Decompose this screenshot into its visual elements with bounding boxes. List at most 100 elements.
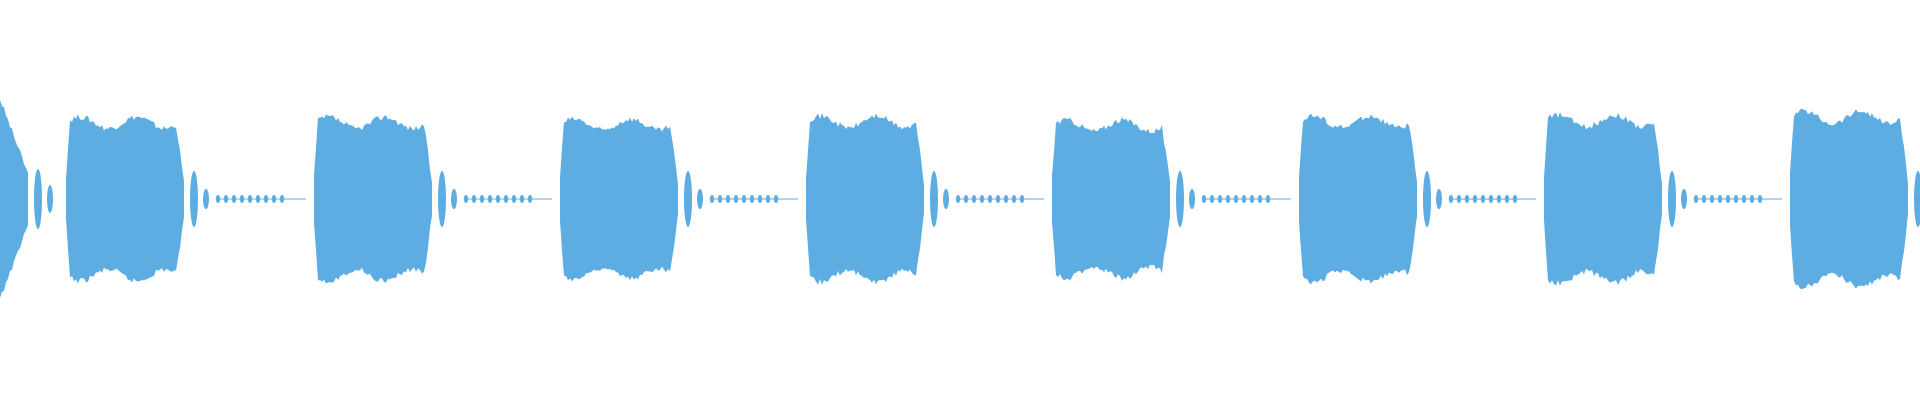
waveform-dot <box>1512 195 1518 203</box>
waveform-burst <box>1790 108 1920 290</box>
waveform-dot <box>215 195 221 203</box>
waveform-dot <box>1496 195 1502 203</box>
waveform-dot <box>231 195 237 203</box>
waveform-dot <box>1233 195 1239 203</box>
waveform-dot <box>955 195 961 203</box>
waveform-dot <box>717 195 723 203</box>
waveform-burst <box>1544 112 1782 286</box>
waveform-burst <box>66 114 306 284</box>
waveform-dot <box>527 195 533 203</box>
waveform-dot <box>279 195 285 203</box>
waveform-ring <box>203 189 209 209</box>
waveform-ring <box>1176 171 1184 227</box>
waveform-ring <box>930 171 938 227</box>
waveform-dot <box>1472 195 1478 203</box>
waveform-dot <box>1201 195 1207 203</box>
waveform-dot <box>463 195 469 203</box>
waveform-dot <box>1209 195 1215 203</box>
waveform-dot <box>1225 195 1231 203</box>
waveform-envelope <box>560 116 678 282</box>
waveform-dot <box>1504 195 1510 203</box>
waveform-burst <box>0 100 53 298</box>
waveform-dot <box>733 195 739 203</box>
waveform-ring <box>1189 189 1195 209</box>
waveform-envelope <box>1299 113 1417 285</box>
waveform-burst <box>806 113 1044 285</box>
waveform-dot <box>1019 195 1025 203</box>
waveform-dot <box>487 195 493 203</box>
waveform-dot <box>511 195 517 203</box>
waveform-envelope <box>1790 108 1908 290</box>
waveform-burst <box>1052 117 1291 281</box>
waveform-dot <box>1003 195 1009 203</box>
waveform-dot <box>1749 195 1755 203</box>
waveform-dot <box>1464 195 1470 203</box>
waveform-dot <box>979 195 985 203</box>
waveform-ring <box>1668 171 1676 227</box>
waveform-dot <box>1741 195 1747 203</box>
waveform-dot <box>271 195 277 203</box>
waveform-dot <box>1757 195 1763 203</box>
waveform-dot <box>765 195 771 203</box>
waveform-ring <box>1914 171 1920 227</box>
waveform-dot <box>1011 195 1017 203</box>
waveform-dot <box>1733 195 1739 203</box>
waveform-ring <box>190 171 198 227</box>
waveform-burst <box>1299 113 1536 285</box>
waveform-dot <box>1709 195 1715 203</box>
waveform-dot <box>749 195 755 203</box>
waveform-dot <box>1265 195 1271 203</box>
waveform-dot <box>741 195 747 203</box>
waveform-envelope <box>66 114 184 284</box>
waveform-dot <box>1693 195 1699 203</box>
waveform-ring <box>1423 171 1431 227</box>
waveform-dot <box>709 195 715 203</box>
waveform-dot <box>1725 195 1731 203</box>
waveform-dot <box>987 195 993 203</box>
waveform-dot <box>757 195 763 203</box>
waveform-burst <box>560 116 798 282</box>
waveform-envelope <box>1544 112 1662 286</box>
waveform-dot <box>223 195 229 203</box>
waveform-ring <box>1436 189 1442 209</box>
waveform-envelope <box>314 114 432 284</box>
waveform-dot <box>1241 195 1247 203</box>
waveform-dot <box>503 195 509 203</box>
waveform-dot <box>1488 195 1494 203</box>
waveform-ring <box>34 169 42 229</box>
waveform-dot <box>1257 195 1263 203</box>
waveform-dot <box>963 195 969 203</box>
waveform-ring <box>943 189 949 209</box>
waveform-ring <box>47 185 53 213</box>
waveform-dot <box>773 195 779 203</box>
waveform-ring <box>684 171 692 227</box>
waveform-dot <box>471 195 477 203</box>
waveform-dot <box>479 195 485 203</box>
waveform-dot <box>1217 195 1223 203</box>
waveform-ring <box>451 189 457 209</box>
waveform-dot <box>247 195 253 203</box>
waveform-envelope <box>0 100 28 298</box>
waveform-dot <box>1448 195 1454 203</box>
waveform-envelope <box>806 113 924 285</box>
waveform-dot <box>995 195 1001 203</box>
waveform-envelope <box>1052 117 1170 281</box>
waveform-dot <box>971 195 977 203</box>
waveform-dot <box>1717 195 1723 203</box>
waveform-dot <box>1480 195 1486 203</box>
waveform-dot <box>1701 195 1707 203</box>
waveform-dot <box>263 195 269 203</box>
waveform-ring <box>697 189 703 209</box>
waveform-dot <box>1249 195 1255 203</box>
waveform-dot <box>239 195 245 203</box>
waveform-dot <box>495 195 501 203</box>
waveform-burst <box>314 114 552 284</box>
waveform-dot <box>519 195 525 203</box>
waveform-ring <box>438 171 446 227</box>
waveform-dot <box>1456 195 1462 203</box>
waveform-dot <box>255 195 261 203</box>
waveform-ring <box>1681 189 1687 209</box>
waveform-dot <box>725 195 731 203</box>
